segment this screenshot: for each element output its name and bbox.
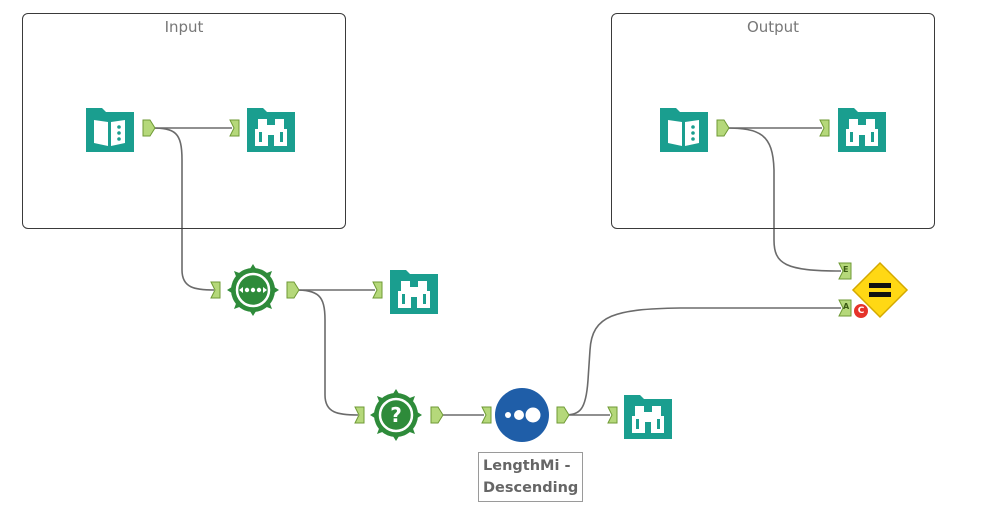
spread-arrows-badge-icon [227,264,279,316]
sort-tool-annotation: LengthMi - Descending [478,452,584,502]
tool-input-data[interactable] [82,100,138,156]
error-marker[interactable]: C [853,303,869,319]
tool-output-data[interactable] [656,100,712,156]
svg-text:?: ? [390,403,402,427]
folder-book-icon [86,108,134,152]
equals-diamond-icon [851,261,909,319]
question-badge-icon: ? [370,389,422,441]
dots-circle-icon [495,388,549,442]
tool-sort-browse[interactable] [620,387,676,443]
container-title-output: Output [746,18,800,36]
folder-book-icon [660,108,708,152]
binoculars-icon [247,108,295,152]
anchor-label-actual: A [843,302,850,311]
tool-test[interactable] [851,261,909,319]
binoculars-icon [390,270,438,314]
tool-formula-browse[interactable] [386,262,442,318]
binoculars-icon [624,395,672,439]
tool-sort[interactable] [494,387,550,443]
binoculars-icon [838,108,886,152]
tool-filter[interactable]: ? [368,387,424,443]
tool-formula[interactable] [225,262,281,318]
tool-output-browse[interactable] [834,100,890,156]
container-title-input: Input [164,18,204,36]
anchor-label-expected: E [843,265,849,274]
tool-input-browse[interactable] [243,100,299,156]
